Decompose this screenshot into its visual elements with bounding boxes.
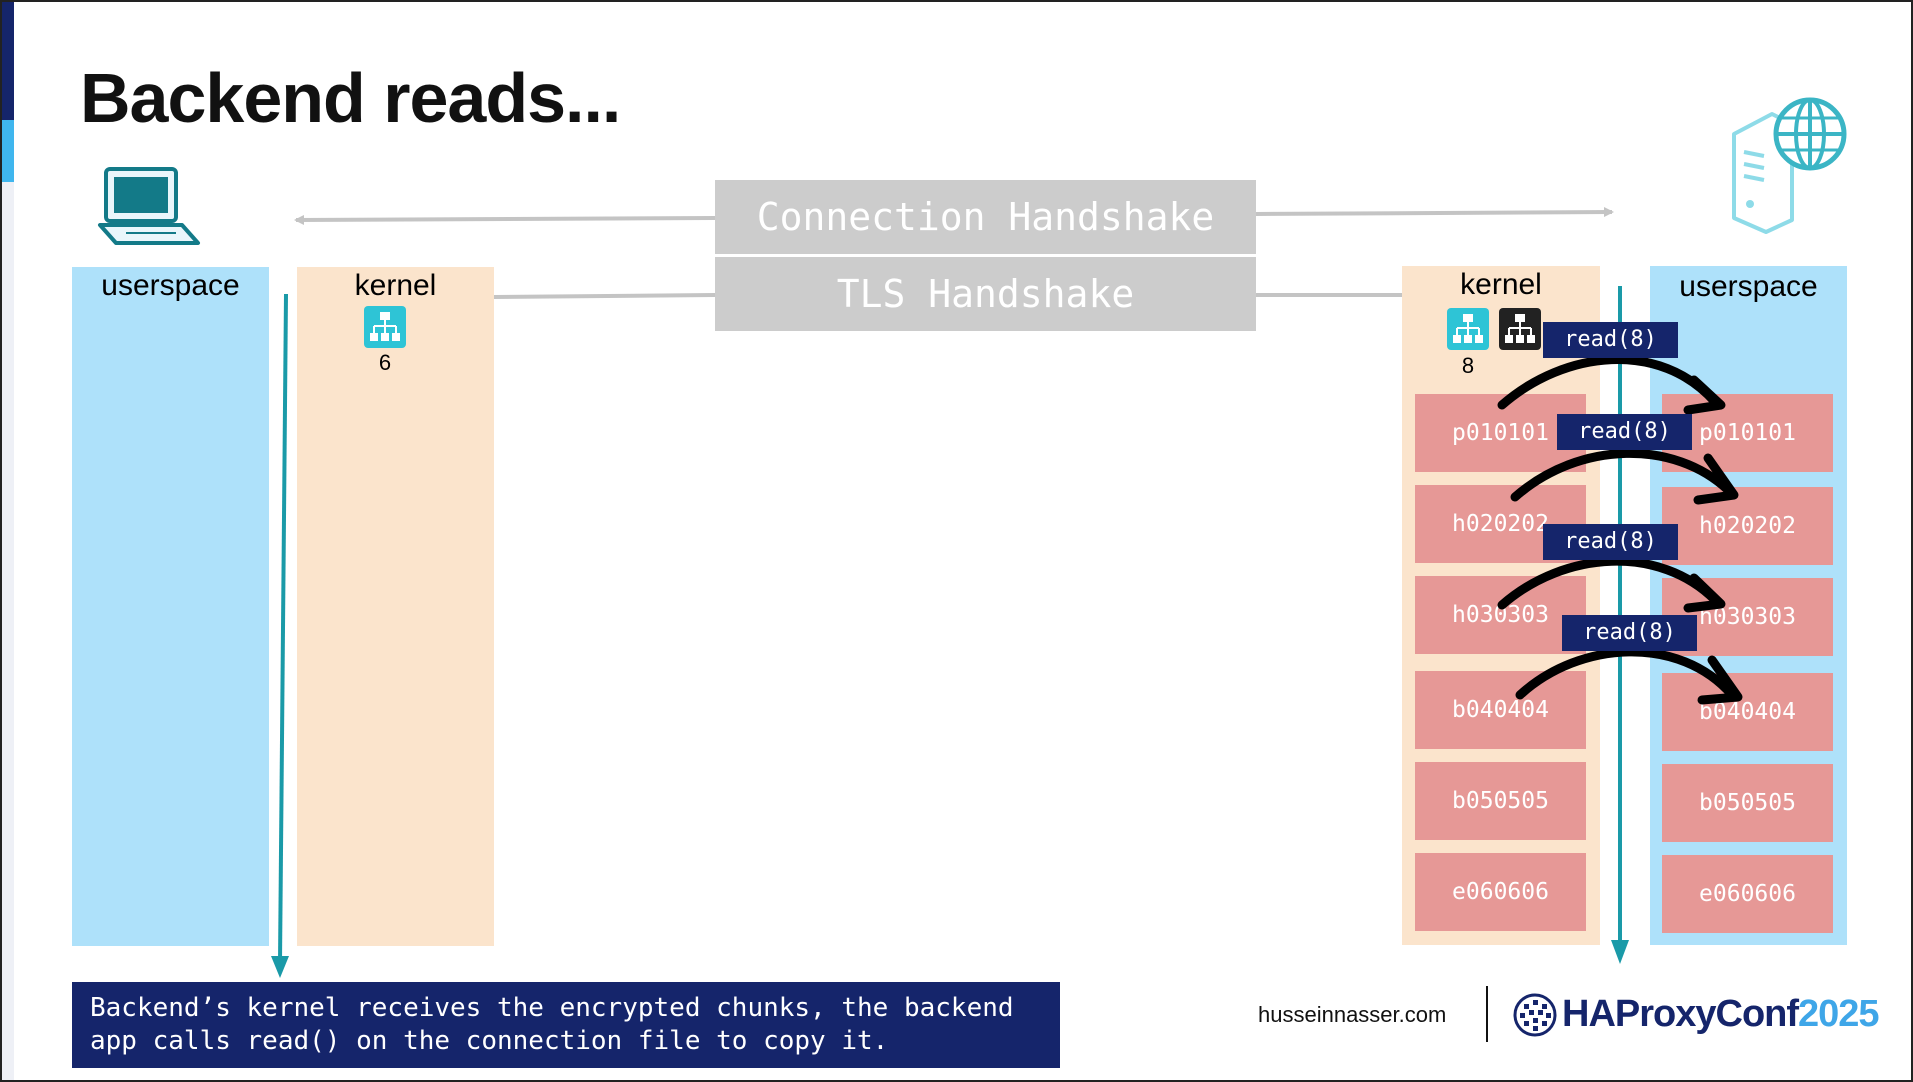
kernel-chunk: e060606 bbox=[1415, 853, 1586, 931]
tls-handshake-box: TLS Handshake bbox=[715, 257, 1256, 331]
kernel-chunk: b040404 bbox=[1415, 671, 1586, 749]
network-fd-icon bbox=[1447, 308, 1489, 350]
footer-brand: HAProxyConf2025 bbox=[1562, 993, 1880, 1036]
network-fd-icon-dark bbox=[1499, 308, 1541, 350]
accent-strip-pale bbox=[0, 182, 14, 1082]
caption-box: Backend’s kernel receives the encrypted … bbox=[72, 982, 1060, 1068]
accent-strip-dark bbox=[0, 0, 14, 120]
footer-site: husseinnasser.com bbox=[1258, 1002, 1447, 1027]
read-call-label: read(8) bbox=[1543, 524, 1678, 560]
server-globe-icon bbox=[1732, 97, 1847, 234]
network-fd-icon bbox=[364, 306, 406, 348]
footer-brand-year: 2025 bbox=[1798, 993, 1880, 1035]
kernel-chunk: h030303 bbox=[1415, 576, 1586, 654]
userspace-chunk: e060606 bbox=[1662, 855, 1833, 933]
client-fd-number: 6 bbox=[378, 350, 392, 375]
slide-title: Backend reads... bbox=[80, 59, 621, 137]
client-userspace-label: userspace bbox=[101, 269, 240, 302]
client-kernel-column: kernel bbox=[297, 267, 494, 946]
client-userspace-column: userspace bbox=[72, 267, 269, 946]
read-call-label: read(8) bbox=[1562, 615, 1697, 651]
connection-arrow-left bbox=[294, 214, 716, 225]
connection-arrow-right bbox=[1255, 207, 1614, 218]
kernel-chunk: b050505 bbox=[1415, 762, 1586, 840]
server-fd-number: 8 bbox=[1461, 353, 1475, 378]
read-call-label: read(8) bbox=[1543, 322, 1678, 358]
server-kernel-label: kernel bbox=[1460, 268, 1542, 301]
footer-divider bbox=[1486, 986, 1488, 1042]
tls-line-left bbox=[493, 293, 716, 299]
client-timeline-arrow bbox=[278, 293, 288, 963]
read-call-label: read(8) bbox=[1557, 414, 1692, 450]
connection-handshake-box: Connection Handshake bbox=[715, 180, 1256, 254]
haproxy-logo-icon bbox=[1513, 993, 1557, 1037]
userspace-chunk: h020202 bbox=[1662, 487, 1833, 565]
server-userspace-label: userspace bbox=[1679, 270, 1818, 303]
client-kernel-label: kernel bbox=[354, 269, 437, 302]
footer-brand-name: HAProxyConf bbox=[1562, 993, 1799, 1035]
userspace-chunk: b050505 bbox=[1662, 764, 1833, 842]
laptop-icon bbox=[98, 167, 200, 245]
accent-strip-light bbox=[0, 120, 14, 182]
